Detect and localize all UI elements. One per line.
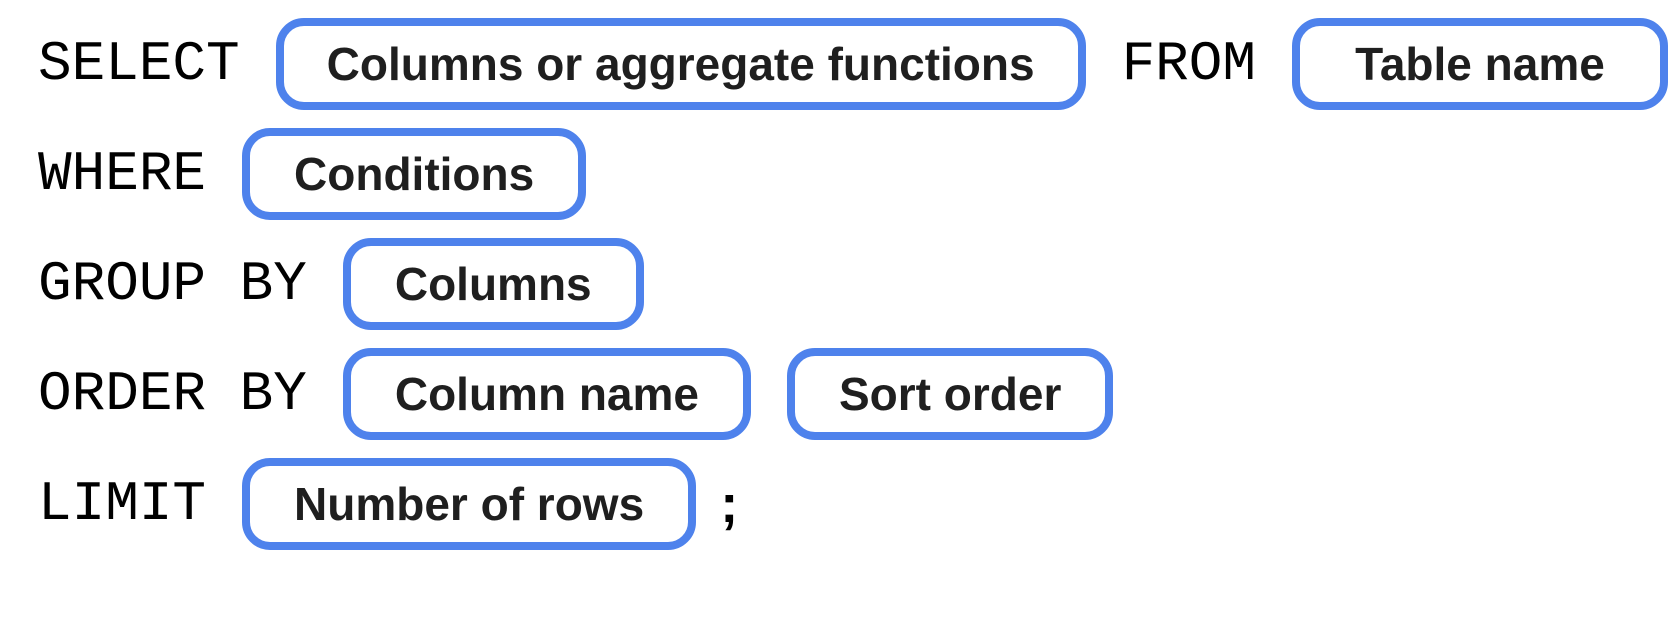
sql-line-limit: LIMIT Number of rows ;	[38, 456, 1668, 552]
sql-line-order-by: ORDER BY Column name Sort order	[38, 346, 1668, 442]
placeholder-pill-column-name: Column name	[342, 348, 751, 440]
placeholder-pill-columns: Columns	[342, 238, 644, 330]
keyword-order-by: ORDER BY	[38, 362, 307, 426]
placeholder-pill-table-name: Table name	[1292, 18, 1668, 110]
placeholder-pill-sort-order: Sort order	[787, 348, 1114, 440]
placeholder-pill-conditions: Conditions	[242, 128, 587, 220]
sql-line-select-from: SELECT Columns or aggregate functions FR…	[38, 16, 1668, 112]
keyword-from: FROM	[1121, 32, 1256, 96]
sql-line-where: WHERE Conditions	[38, 126, 1668, 222]
keyword-select: SELECT	[38, 32, 240, 96]
keyword-group-by: GROUP BY	[38, 252, 307, 316]
keyword-limit: LIMIT	[38, 472, 207, 536]
placeholder-pill-number-of-rows: Number of rows	[242, 458, 697, 550]
statement-terminator-semicolon: ;	[720, 474, 739, 534]
keyword-where: WHERE	[38, 142, 207, 206]
placeholder-pill-columns-or-aggregate-functions: Columns or aggregate functions	[275, 18, 1086, 110]
sql-line-group-by: GROUP BY Columns	[38, 236, 1668, 332]
